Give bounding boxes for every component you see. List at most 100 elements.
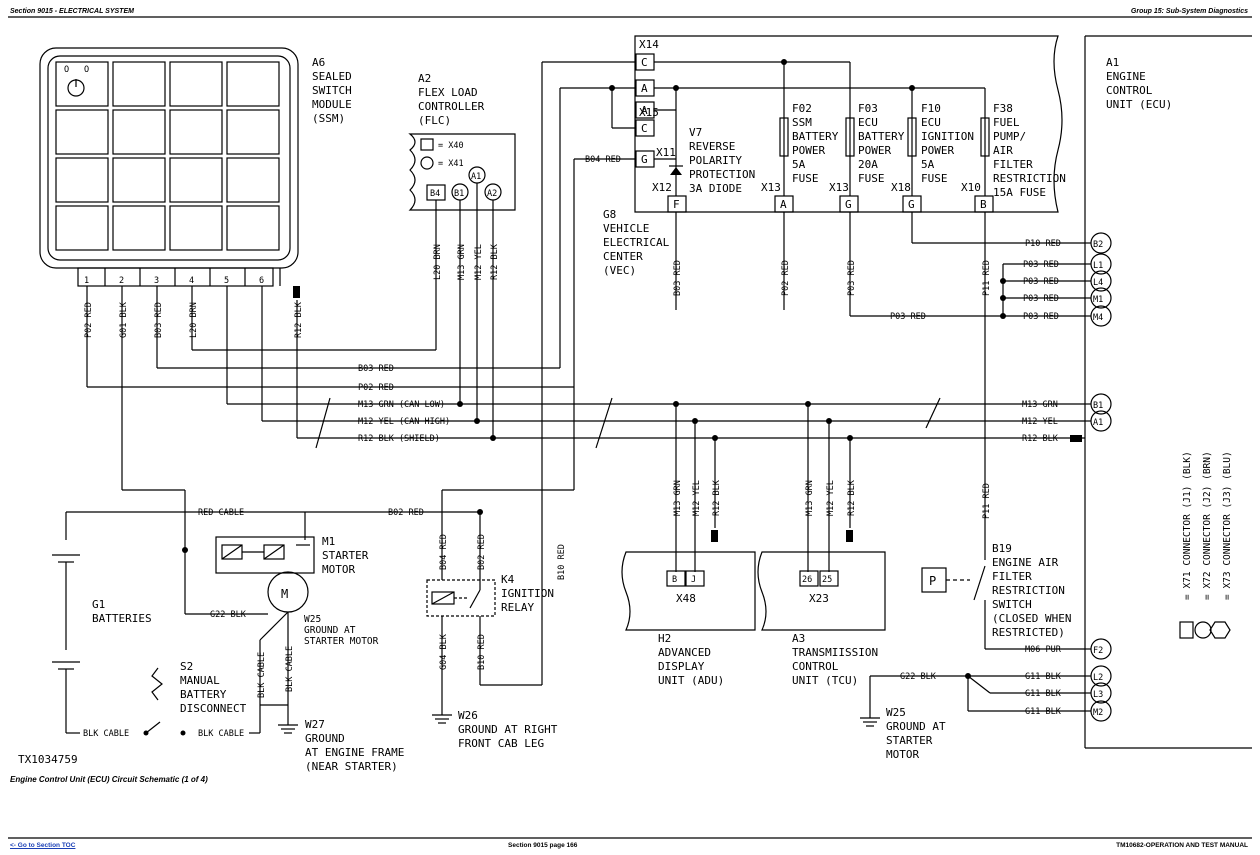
a1-label-line-3: UNIT (ECU) [1106, 98, 1172, 111]
a2-pin-b1: B1 [454, 189, 464, 199]
connector-x12: X12 [652, 181, 672, 194]
a1-label-line-0: A1 [1106, 56, 1119, 69]
wire-g11c: G11 BLK [1025, 707, 1062, 717]
f38-label-line-5: RESTRICTION [993, 172, 1066, 185]
w25b-label-line-2: STARTER [886, 734, 933, 747]
a2-legend-x41: = X41 [438, 159, 464, 169]
f03-label-line-3: POWER [858, 144, 891, 157]
v7-label-line-2: POLARITY [689, 154, 742, 167]
x14-pin-c: C [641, 56, 648, 69]
ssm-pin-3: 3 [154, 276, 159, 286]
connector-x18: X18 [891, 181, 911, 194]
x12-pin-f: F [673, 198, 680, 211]
x23-pin-25: 25 [822, 575, 832, 585]
ssm-switch-cell [112, 205, 166, 251]
wire-v_b10b: B10 RED [477, 634, 487, 670]
ssm-switch-cell [226, 109, 280, 155]
ecu-pin-label: F2 [1093, 646, 1103, 656]
a2-label-line-1: FLEX LOAD [418, 86, 478, 99]
ssm-pin-6: 6 [259, 276, 264, 286]
f03-label-line-1: ECU [858, 116, 878, 129]
w26-label-line-2: FRONT CAB LEG [458, 737, 544, 750]
wire-p10: P10 RED [1025, 239, 1061, 249]
wire-v_m12h: M12 YEL [692, 480, 702, 516]
wire-v_m12: M12 YEL [474, 244, 484, 280]
h2-label-line-1: ADVANCED [658, 646, 711, 659]
footer-toc-link[interactable]: <- Go to Section TOC [10, 842, 76, 849]
a2-label-line-2: CONTROLLER [418, 100, 485, 113]
x11-pin-g: G [641, 153, 648, 166]
ssm-switch-cell [226, 205, 280, 251]
a6-label-line-4: (SSM) [312, 112, 345, 125]
wire-v_b03b: B03 RED [673, 260, 683, 296]
w27-label-line-2: AT ENGINE FRAME [305, 746, 404, 759]
a3-label-line-3: UNIT (TCU) [792, 674, 858, 687]
connector-x23: X23 [809, 592, 829, 605]
b19-label-line-1: ENGINE AIR [992, 556, 1059, 569]
s2-label-line-0: S2 [180, 660, 193, 673]
g8-label-line-4: (VEC) [603, 264, 636, 277]
wire-g11b: G11 BLK [1025, 689, 1062, 699]
k4-ignition-relay [426, 579, 496, 715]
legend-x71: = X71 CONNECTOR (J1) (BLK) [1182, 451, 1193, 600]
wire-v_r12h: R12 BLK [712, 479, 722, 516]
v7-label-line-1: REVERSE [689, 140, 735, 153]
f10-label-line-1: ECU [921, 116, 941, 129]
a2-flex-load-controller: = X40 = X41 B4 B1 A1 A2 [408, 133, 516, 211]
ssm-switch-cell [112, 109, 166, 155]
fuse-pin-b: B [980, 198, 987, 211]
w26-label-line-1: GROUND AT RIGHT [458, 723, 558, 736]
ecu-pin-label: M1 [1093, 295, 1103, 305]
a2-pin-b4: B4 [430, 189, 440, 199]
legend-x72: = X72 CONNECTOR (J2) (BRN) [1202, 451, 1213, 600]
w26-label-line-0: W26 [458, 709, 478, 722]
w25a-label-line-1: GROUND AT [304, 625, 356, 636]
wire-v_blkcable1: BLK CABLE [257, 652, 267, 698]
a3-label-line-1: TRANSMIISSION [792, 646, 878, 659]
harness-wiring [66, 61, 1085, 718]
wire-v_r12b: R12 BLK [490, 243, 500, 280]
pressure-switch-icon [921, 567, 947, 593]
g1-label-line-0: G1 [92, 598, 105, 611]
h2-advanced-display-unit: B J X48 [621, 551, 756, 631]
wire-v_l20b: L20 BRN [433, 244, 443, 280]
wire-v_b04: B04 RED [439, 534, 449, 570]
connector-x11: X11 [656, 146, 676, 159]
a3-transmission-control-unit: 26 25 X23 [757, 551, 886, 631]
h2-label-line-2: DISPLAY [658, 660, 705, 673]
motor-icon: M [281, 587, 288, 601]
g8-label-line-0: G8 [603, 208, 616, 221]
v7-label-line-0: V7 [689, 126, 702, 139]
connector-x14: X14 [639, 38, 659, 51]
f38-label-line-1: FUEL [993, 116, 1020, 129]
x48-pin-j: J [691, 575, 696, 585]
f02-label-line-0: F02 [792, 102, 812, 115]
b19-label-line-0: B19 [992, 542, 1012, 555]
vec-internal-wiring [609, 59, 986, 196]
fuse-icon [779, 117, 789, 157]
wire-p02: P02 RED [358, 383, 394, 393]
a6-label-line-2: SWITCH [312, 84, 352, 97]
h2-label-line-3: UNIT (ADU) [658, 674, 724, 687]
w25a-label-line-2: STARTER MOTOR [304, 636, 379, 647]
ecu-pin-label: L4 [1093, 278, 1103, 288]
wire-r12r: R12 BLK [1022, 434, 1059, 444]
k4-label-line-1: IGNITION [501, 587, 554, 600]
w27-label-line-0: W27 [305, 718, 325, 731]
wire-p03b: P03 RED [1023, 277, 1059, 287]
a6-sealed-switch-module: O O [39, 47, 299, 287]
wire-v_b10: B10 RED [557, 544, 567, 580]
a3-label-line-2: CONTROL [792, 660, 839, 673]
a2-pin-a2: A2 [487, 189, 497, 199]
wire-v_r12: R12 BLK [294, 301, 304, 338]
wire-v_l20: L20 BRN [189, 302, 199, 338]
wire-m12r: M12 YEL [1022, 417, 1058, 427]
fuse-pin-g1: G [845, 198, 852, 211]
f10-label-line-3: POWER [921, 144, 954, 157]
wire-v_p11b: P11 RED [982, 483, 992, 519]
s2-label-line-2: BATTERY [180, 688, 227, 701]
ssm-switch-cell [169, 109, 223, 155]
figure-id: TX1034759 [18, 753, 78, 766]
wire-v_b03: B03 RED [154, 302, 164, 338]
m1-starter-motor: M [182, 536, 315, 725]
